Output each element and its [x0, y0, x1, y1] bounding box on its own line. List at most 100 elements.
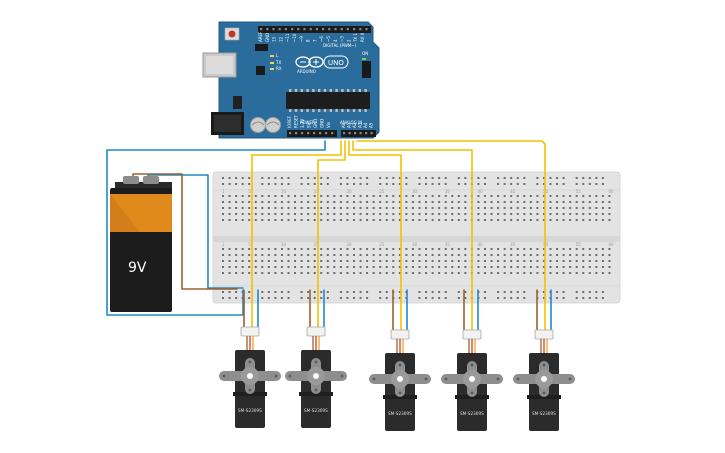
digital-pin-label: GND [265, 33, 270, 42]
power-wire-5v [106, 140, 326, 316]
digital-pin-label: 13 [272, 36, 277, 42]
led-rx-label: RX [276, 66, 282, 71]
servo-motor: SM-S2309S [369, 329, 431, 431]
power-pin-label: 3.3V [300, 119, 305, 128]
servo-connector [462, 329, 482, 340]
analog-pin-label: A0 [341, 122, 346, 128]
signal-wire-servo-5 [356, 140, 546, 331]
signal-wire-servo-3 [348, 140, 402, 331]
column-number: 1 [222, 242, 225, 247]
brand-label: ARDUINO [297, 69, 316, 74]
column-number: 15 [314, 189, 320, 194]
analog-pin-label: A2 [352, 122, 357, 128]
column-number: 60 [608, 189, 614, 194]
power-pin-label: GND [313, 119, 318, 128]
digital-header [258, 26, 371, 33]
analog-header-label: ANALOG IN [340, 120, 362, 125]
digital-pin-label: ~5 [326, 36, 331, 42]
digital-pin-label: 4 [333, 39, 338, 42]
column-number: 10 [281, 189, 287, 194]
status-leds: L TX RX ON [270, 51, 368, 71]
microcontroller-chip [286, 92, 370, 109]
analog-pin-label: A5 [369, 122, 374, 128]
digital-pin-label: AREF [258, 31, 263, 42]
column-number: 35 [445, 242, 451, 247]
analog-pin-label: A3 [358, 122, 363, 128]
power-pin-label: GND [320, 119, 325, 128]
column-number: 20 [346, 189, 352, 194]
column-number: 5 [248, 189, 251, 194]
digital-header-label: DIGITAL (PWM~) [323, 43, 357, 48]
column-number: 30 [412, 242, 418, 247]
column-number: 30 [412, 189, 418, 194]
column-number: 20 [346, 242, 352, 247]
servo-motors: SM-S2309S SM-S2309S SM-S2309S SM-S2309S SM-S… [219, 326, 575, 431]
column-number: 45 [510, 189, 516, 194]
analog-header [341, 130, 376, 137]
column-number: 55 [576, 189, 582, 194]
servo-label: SM-S2309S [388, 411, 412, 416]
model-label: UNO [328, 59, 344, 67]
digital-pin-label: 7 [312, 39, 317, 42]
servo-motor: SM-S2309S [219, 326, 281, 428]
column-number: 40 [477, 242, 483, 247]
servo-motor: SM-S2309S [285, 326, 347, 428]
breadboard-column-numbers: 1155101015152020252530303535404045455050… [222, 189, 614, 247]
column-number: 40 [477, 189, 483, 194]
arduino-uno: ARDUINO UNO DIGITAL (PWM~) POWER ANALOG … [202, 21, 380, 139]
digital-pin-label: ~9 [299, 36, 304, 42]
breadboard-holes [222, 177, 611, 299]
servo-label: SM-S2309S [304, 408, 328, 413]
servo-connector [240, 326, 260, 337]
battery-9v: 9V [110, 176, 172, 312]
digital-pin-label: TX 1 [353, 33, 358, 43]
analog-pin-label: A4 [363, 122, 368, 128]
column-number: 55 [576, 242, 582, 247]
digital-pin-label: 8 [306, 39, 311, 42]
servo-connector [390, 329, 410, 340]
digital-pin-label: ~6 [319, 36, 324, 42]
signal-wire-servo-1 [251, 140, 342, 331]
digital-pin-label: ~3 [340, 36, 345, 42]
power-header-label: POWER [300, 120, 315, 125]
breadboard: 1155101015152020252530303535404045455050… [212, 171, 621, 304]
column-number: 25 [379, 242, 385, 247]
led-tx-label: TX [275, 60, 281, 65]
column-number: 45 [510, 242, 516, 247]
power-pin-label: RESET [294, 115, 299, 128]
power-pin-label: 5V [307, 122, 312, 128]
column-number: 5 [248, 242, 251, 247]
column-number: 25 [379, 189, 385, 194]
signal-wire-servo-4 [352, 140, 473, 331]
arduino-logo: ARDUINO UNO [295, 55, 349, 74]
on-label: ON [362, 51, 368, 56]
digital-pin-label: 2 [346, 39, 351, 42]
signal-wire-servo-2 [317, 140, 346, 331]
column-number: 15 [314, 242, 320, 247]
battery-label: 9V [128, 260, 147, 276]
servo-label: SM-S2309S [460, 411, 484, 416]
power-pin-label: IOREF [287, 115, 292, 128]
analog-pin-label: A1 [347, 122, 352, 128]
servo-motor: SM-S2309S [441, 329, 503, 431]
column-number: 10 [281, 242, 287, 247]
column-number: 60 [608, 242, 614, 247]
column-number: 35 [445, 189, 451, 194]
capacitor [265, 117, 281, 133]
servo-label: SM-S2309S [532, 411, 556, 416]
servo-label: SM-S2309S [238, 408, 262, 413]
power-pin-label: Vin [326, 121, 331, 128]
digital-pin-label: ~11 [285, 33, 290, 42]
servo-connector [534, 329, 554, 340]
led-l-label: L [276, 53, 279, 58]
power-header [287, 130, 337, 137]
wires [106, 140, 552, 331]
digital-pin-label: ~10 [292, 33, 297, 42]
digital-pin-label: 12 [278, 36, 283, 42]
digital-pin-label: RX 0 [360, 32, 365, 42]
servo-motor: SM-S2309S [513, 329, 575, 431]
